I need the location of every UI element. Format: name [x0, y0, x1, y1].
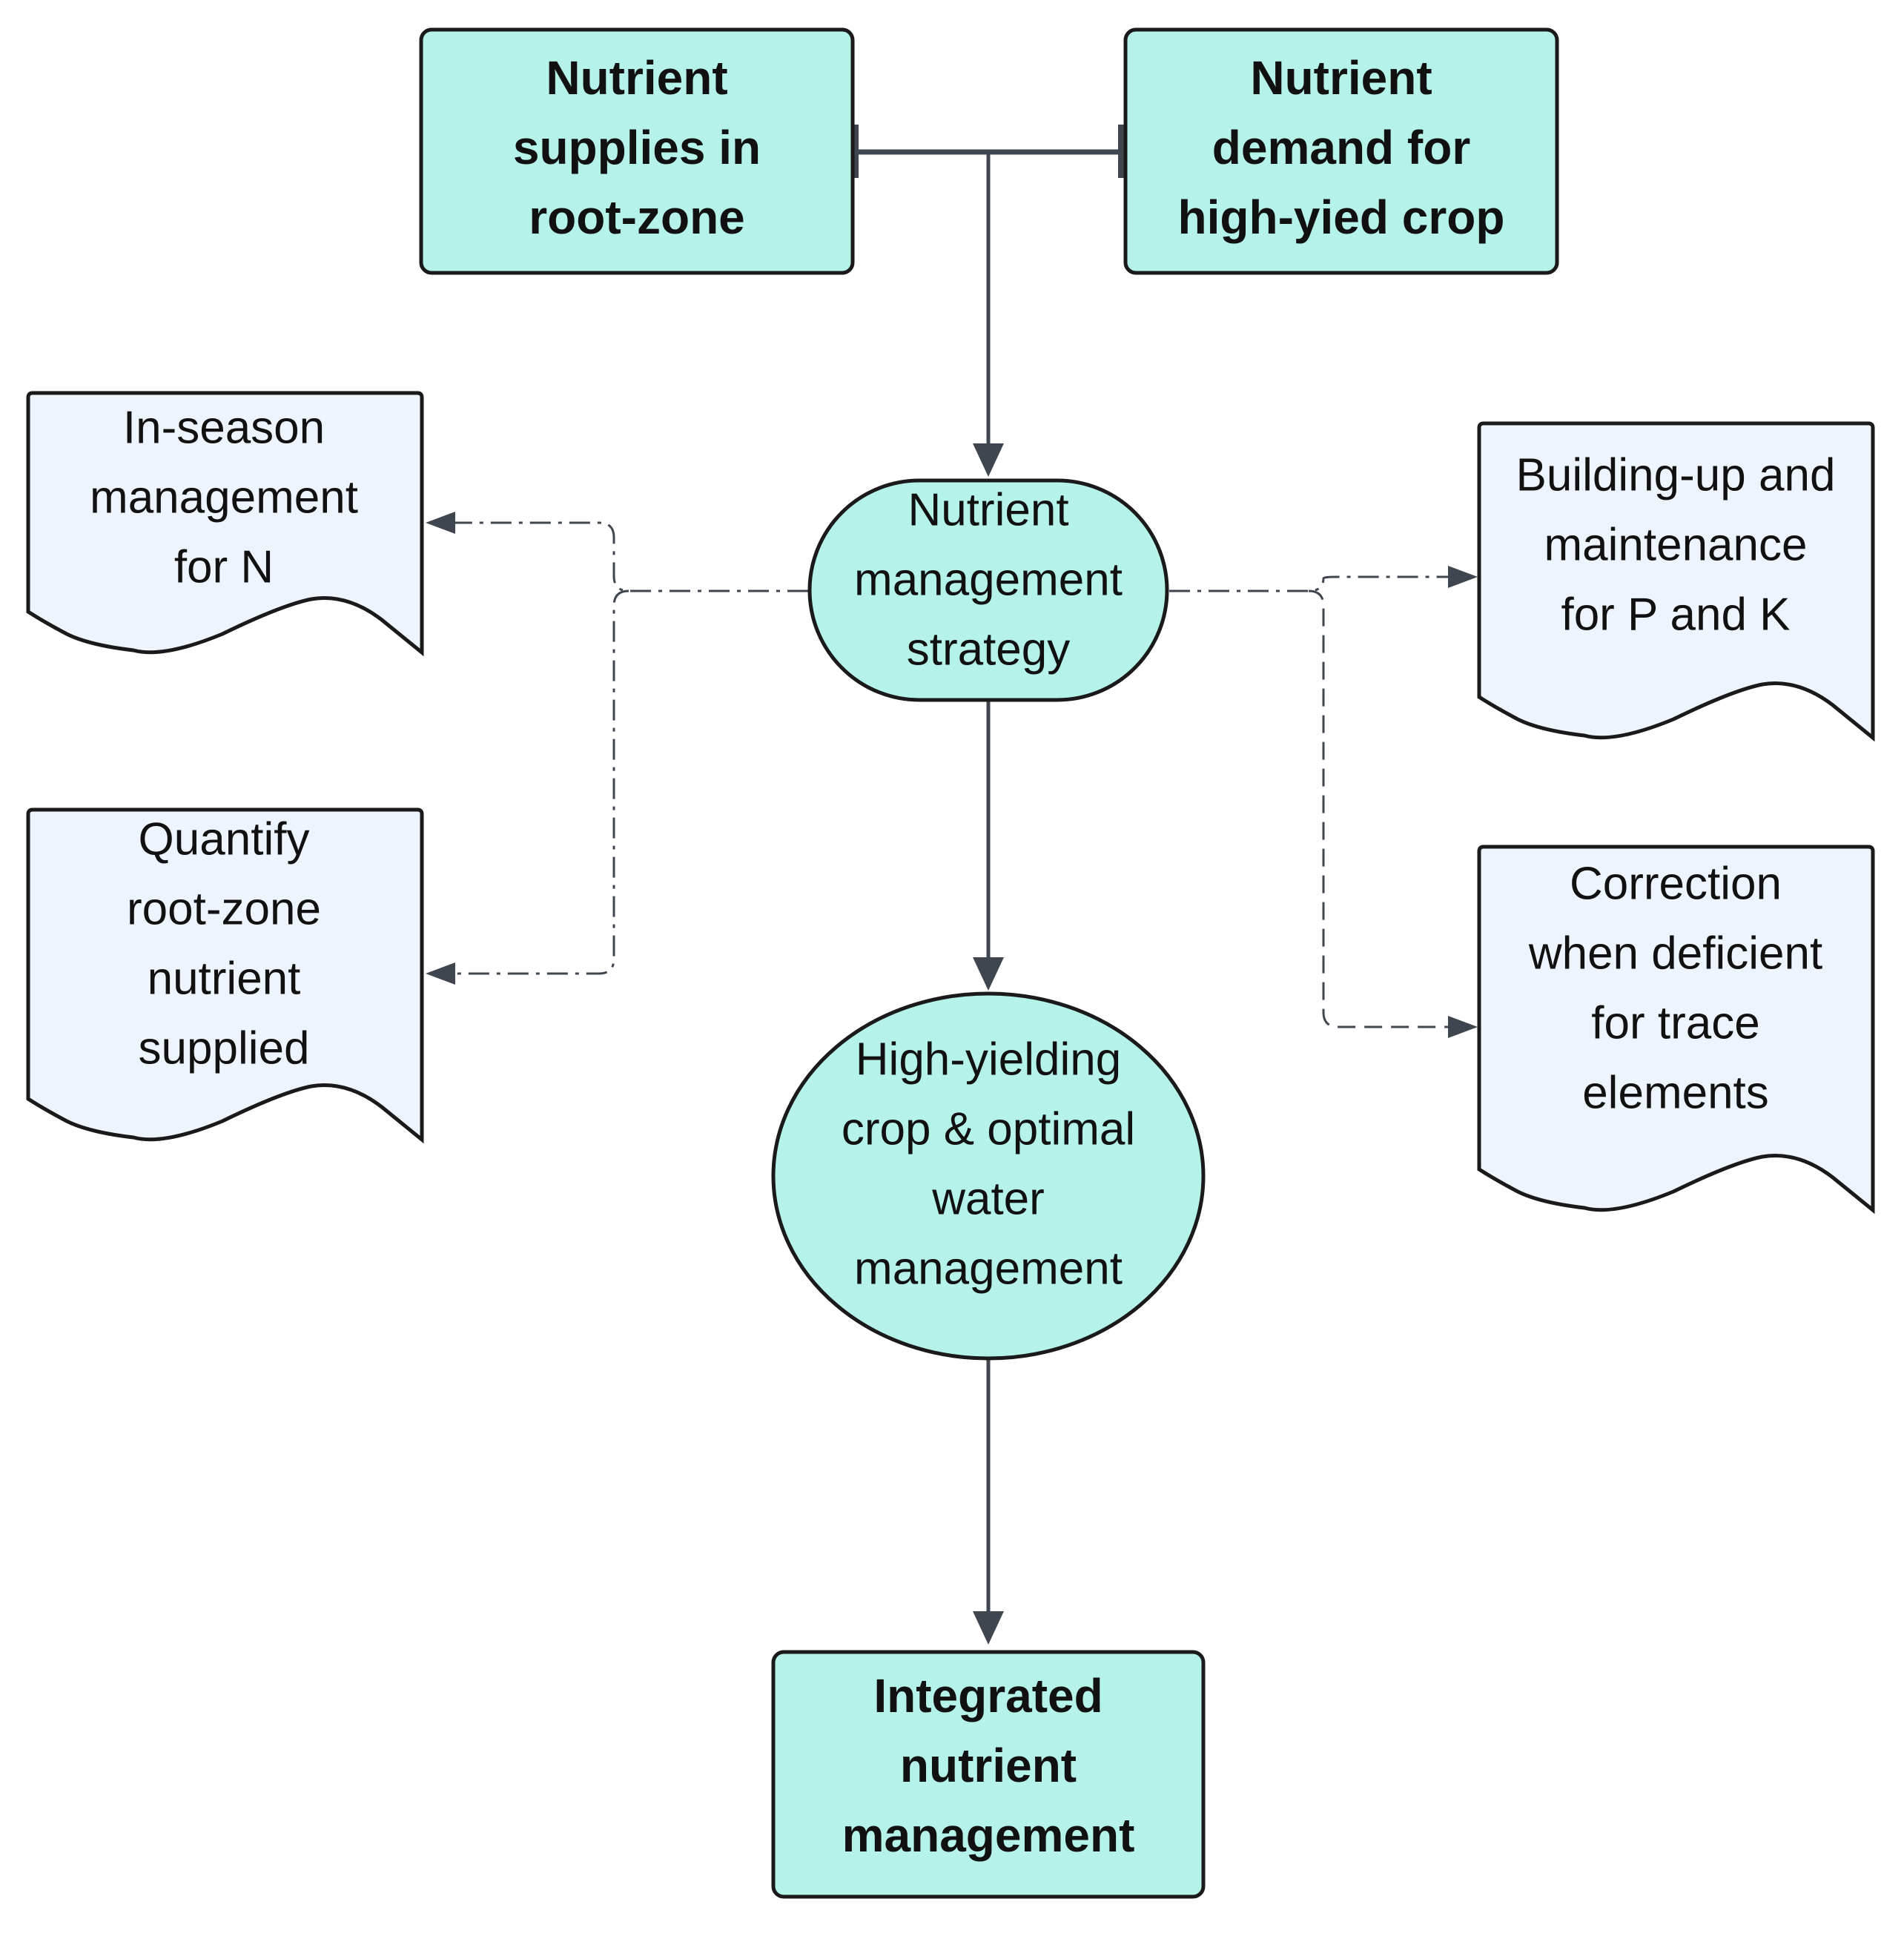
node-line: management: [854, 1243, 1123, 1294]
node-line: elements: [1582, 1067, 1769, 1118]
node-line: High-yielding: [856, 1034, 1121, 1085]
node-line: water: [931, 1173, 1045, 1224]
node-line: Nutrient: [908, 484, 1068, 535]
node-line: management: [854, 554, 1123, 605]
edge-strategy-high-yield: [973, 701, 1004, 991]
edge-strategy-correction: [1308, 589, 1478, 1038]
node-line: for P and K: [1561, 589, 1790, 640]
node-line: Integrated: [873, 1669, 1103, 1722]
node-line: management: [90, 472, 358, 523]
node-line: crop & optimal: [842, 1103, 1135, 1154]
node-quantify-root-zone: Quantify root-zone nutrient supplied: [26, 807, 424, 1144]
node-line: strategy: [907, 624, 1071, 675]
node-management-strategy: Nutrient management strategy: [807, 478, 1169, 702]
node-line: for N: [174, 541, 274, 592]
node-line: demand for: [1212, 121, 1470, 174]
node-line: Correction: [1570, 858, 1782, 909]
node-in-season-management: In-season management for N: [26, 391, 424, 657]
edge-strategy-building: [1169, 566, 1478, 592]
node-line: Quantify: [139, 813, 310, 865]
node-line: In-season: [123, 402, 325, 453]
node-line: root-zone: [529, 191, 745, 244]
node-line: for trace: [1591, 997, 1759, 1048]
node-line: when deficient: [1528, 928, 1822, 979]
node-line: Nutrient: [1250, 51, 1432, 105]
edge-to-strategy: [973, 152, 1004, 477]
edge-high-yield-integrated: [973, 1358, 1004, 1645]
node-line: maintenance: [1544, 519, 1807, 570]
node-high-yielding-crop: High-yielding crop & optimal water manag…: [771, 991, 1206, 1361]
node-line: Nutrient: [546, 51, 727, 105]
node-line: supplied: [139, 1022, 310, 1074]
node-line: nutrient: [148, 953, 301, 1004]
node-line: nutrient: [900, 1739, 1077, 1792]
node-correction-trace-elements: Correction when deficient for trace elem…: [1477, 845, 1875, 1215]
edge-strategy-left-docs: [426, 512, 808, 985]
edges: [426, 125, 1478, 1645]
node-line: Building-up and: [1516, 449, 1836, 500]
node-line: high-yied crop: [1178, 191, 1505, 244]
node-line: management: [842, 1808, 1135, 1862]
node-integrated-nutrient-management: Integrated nutrient management: [771, 1650, 1206, 1899]
node-nutrient-demand: Nutrient demand for high-yied crop: [1123, 27, 1559, 275]
node-building-up-maintenance: Building-up and maintenance for P and K: [1477, 421, 1875, 742]
node-line: root-zone: [127, 883, 321, 934]
node-nutrient-supplies: Nutrient supplies in root-zone: [419, 27, 855, 275]
node-line: supplies in: [513, 121, 761, 174]
